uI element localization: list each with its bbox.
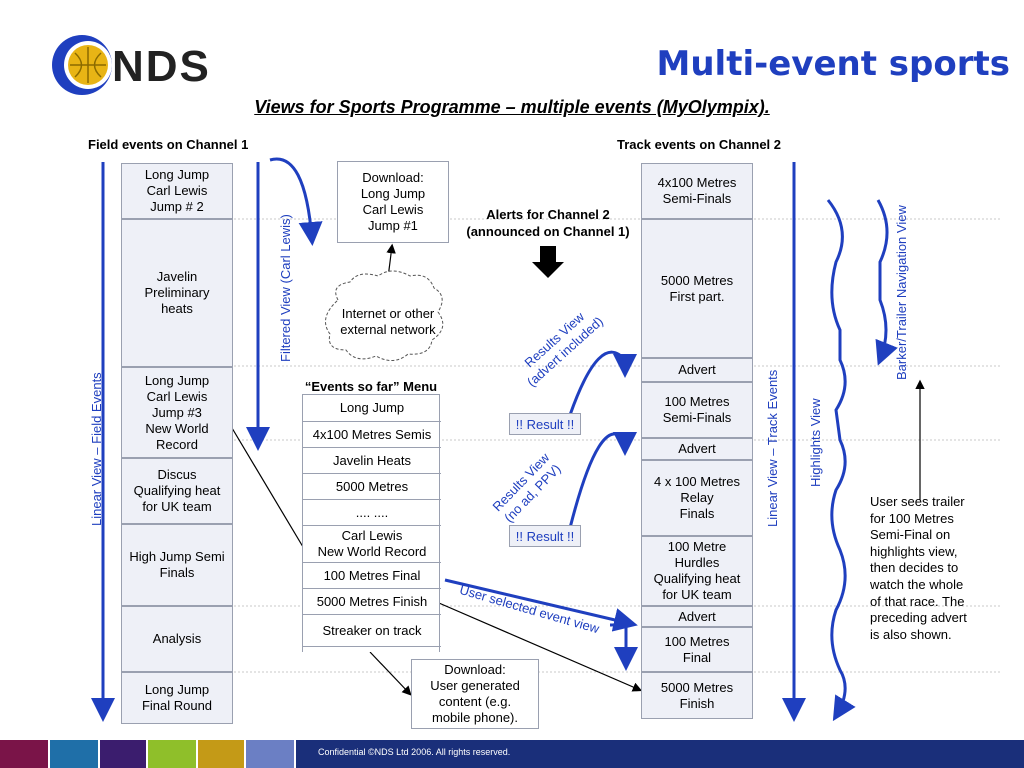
field-event-high-jump: High Jump Semi Finals bbox=[121, 524, 233, 606]
linear-view-track-label: Linear View – Track Events bbox=[765, 369, 780, 527]
page-title: Multi-event sports bbox=[656, 44, 1010, 84]
menu-item-relay-semis[interactable]: 4x100 Metres Semis bbox=[303, 422, 441, 448]
menu-title: “Events so far” Menu bbox=[304, 379, 438, 394]
footer-block-4 bbox=[148, 740, 196, 768]
menu-item-ellipsis[interactable]: .... .... bbox=[303, 500, 441, 526]
track-event-hurdles: 100 Metre Hurdles Qualifying heat for UK… bbox=[641, 536, 753, 606]
field-event-javelin: Javelin Preliminary heats bbox=[121, 219, 233, 367]
result-badge-1: !! Result !! bbox=[509, 413, 581, 435]
menu-item-long-jump[interactable]: Long Jump bbox=[303, 395, 441, 422]
track-event-relay-semis: 4x100 Metres Semi-Finals bbox=[641, 163, 753, 219]
track-event-advert-3: Advert bbox=[641, 606, 753, 627]
footer-block-2 bbox=[50, 740, 98, 768]
result-badge-2: !! Result !! bbox=[509, 525, 581, 547]
diagram-connectors bbox=[91, 157, 1000, 722]
track-event-100-final: 100 Metres Final bbox=[641, 627, 753, 672]
footer-block-5 bbox=[198, 740, 244, 768]
highlights-view-label: Highlights View bbox=[808, 398, 823, 487]
filtered-view-label: Filtered View (Carl Lewis) bbox=[278, 214, 293, 362]
track-event-5000-first: 5000 Metres First part. bbox=[641, 219, 753, 358]
download-long-jump-box: Download: Long Jump Carl Lewis Jump #1 bbox=[337, 161, 449, 243]
footer-block-6 bbox=[246, 740, 294, 768]
track-event-5000-finish: 5000 Metres Finish bbox=[641, 672, 753, 719]
field-heading: Field events on Channel 1 bbox=[88, 137, 249, 152]
menu-item-streaker[interactable]: Streaker on track bbox=[303, 615, 441, 647]
menu-item-carl-lewis-record[interactable]: Carl Lewis New World Record bbox=[303, 526, 441, 563]
linear-view-field-label: Linear View – Field Events bbox=[89, 372, 104, 526]
field-event-long-jump-final: Long Jump Final Round bbox=[121, 672, 233, 724]
nds-logo: NDS bbox=[48, 32, 248, 98]
footer-text: Confidential ©NDS Ltd 2006. All rights r… bbox=[318, 747, 511, 757]
footer-bar bbox=[296, 740, 1024, 768]
barker-view-label: Barker/Trailer Navigation View bbox=[894, 205, 909, 380]
footer-block-1 bbox=[0, 740, 48, 768]
download-user-content-box: Download: User generated content (e.g. m… bbox=[411, 659, 539, 729]
cloud-shape bbox=[325, 270, 444, 361]
track-heading: Track events on Channel 2 bbox=[617, 137, 782, 152]
menu-item-javelin-heats[interactable]: Javelin Heats bbox=[303, 448, 441, 474]
menu-item-5000-finish[interactable]: 5000 Metres Finish bbox=[303, 589, 441, 615]
track-event-advert-1: Advert bbox=[641, 358, 753, 382]
network-label: Internet or other external network bbox=[340, 306, 436, 337]
trailer-note: User sees trailer for 100 Metres Semi-Fi… bbox=[870, 494, 967, 642]
field-event-long-jump-3: Long Jump Carl Lewis Jump #3 New World R… bbox=[121, 367, 233, 458]
alerts-label: Alerts for Channel 2 (announced on Chann… bbox=[466, 207, 630, 239]
track-event-100-semis: 100 Metres Semi-Finals bbox=[641, 382, 753, 438]
logo-text: NDS bbox=[112, 42, 211, 91]
field-event-analysis: Analysis bbox=[121, 606, 233, 672]
footer-block-3 bbox=[100, 740, 146, 768]
menu-item-100-final[interactable]: 100 Metres Final bbox=[303, 563, 441, 589]
track-event-relay-finals: 4 x 100 Metres Relay Finals bbox=[641, 460, 753, 536]
events-menu: Long Jump 4x100 Metres Semis Javelin Hea… bbox=[302, 394, 441, 652]
page-subtitle: Views for Sports Programme – multiple ev… bbox=[254, 97, 770, 117]
menu-item-5000-metres[interactable]: 5000 Metres bbox=[303, 474, 441, 500]
track-event-advert-2: Advert bbox=[641, 438, 753, 460]
globe-icon bbox=[52, 35, 112, 95]
field-event-long-jump-2: Long Jump Carl Lewis Jump # 2 bbox=[121, 163, 233, 219]
field-event-discus: Discus Qualifying heat for UK team bbox=[121, 458, 233, 524]
